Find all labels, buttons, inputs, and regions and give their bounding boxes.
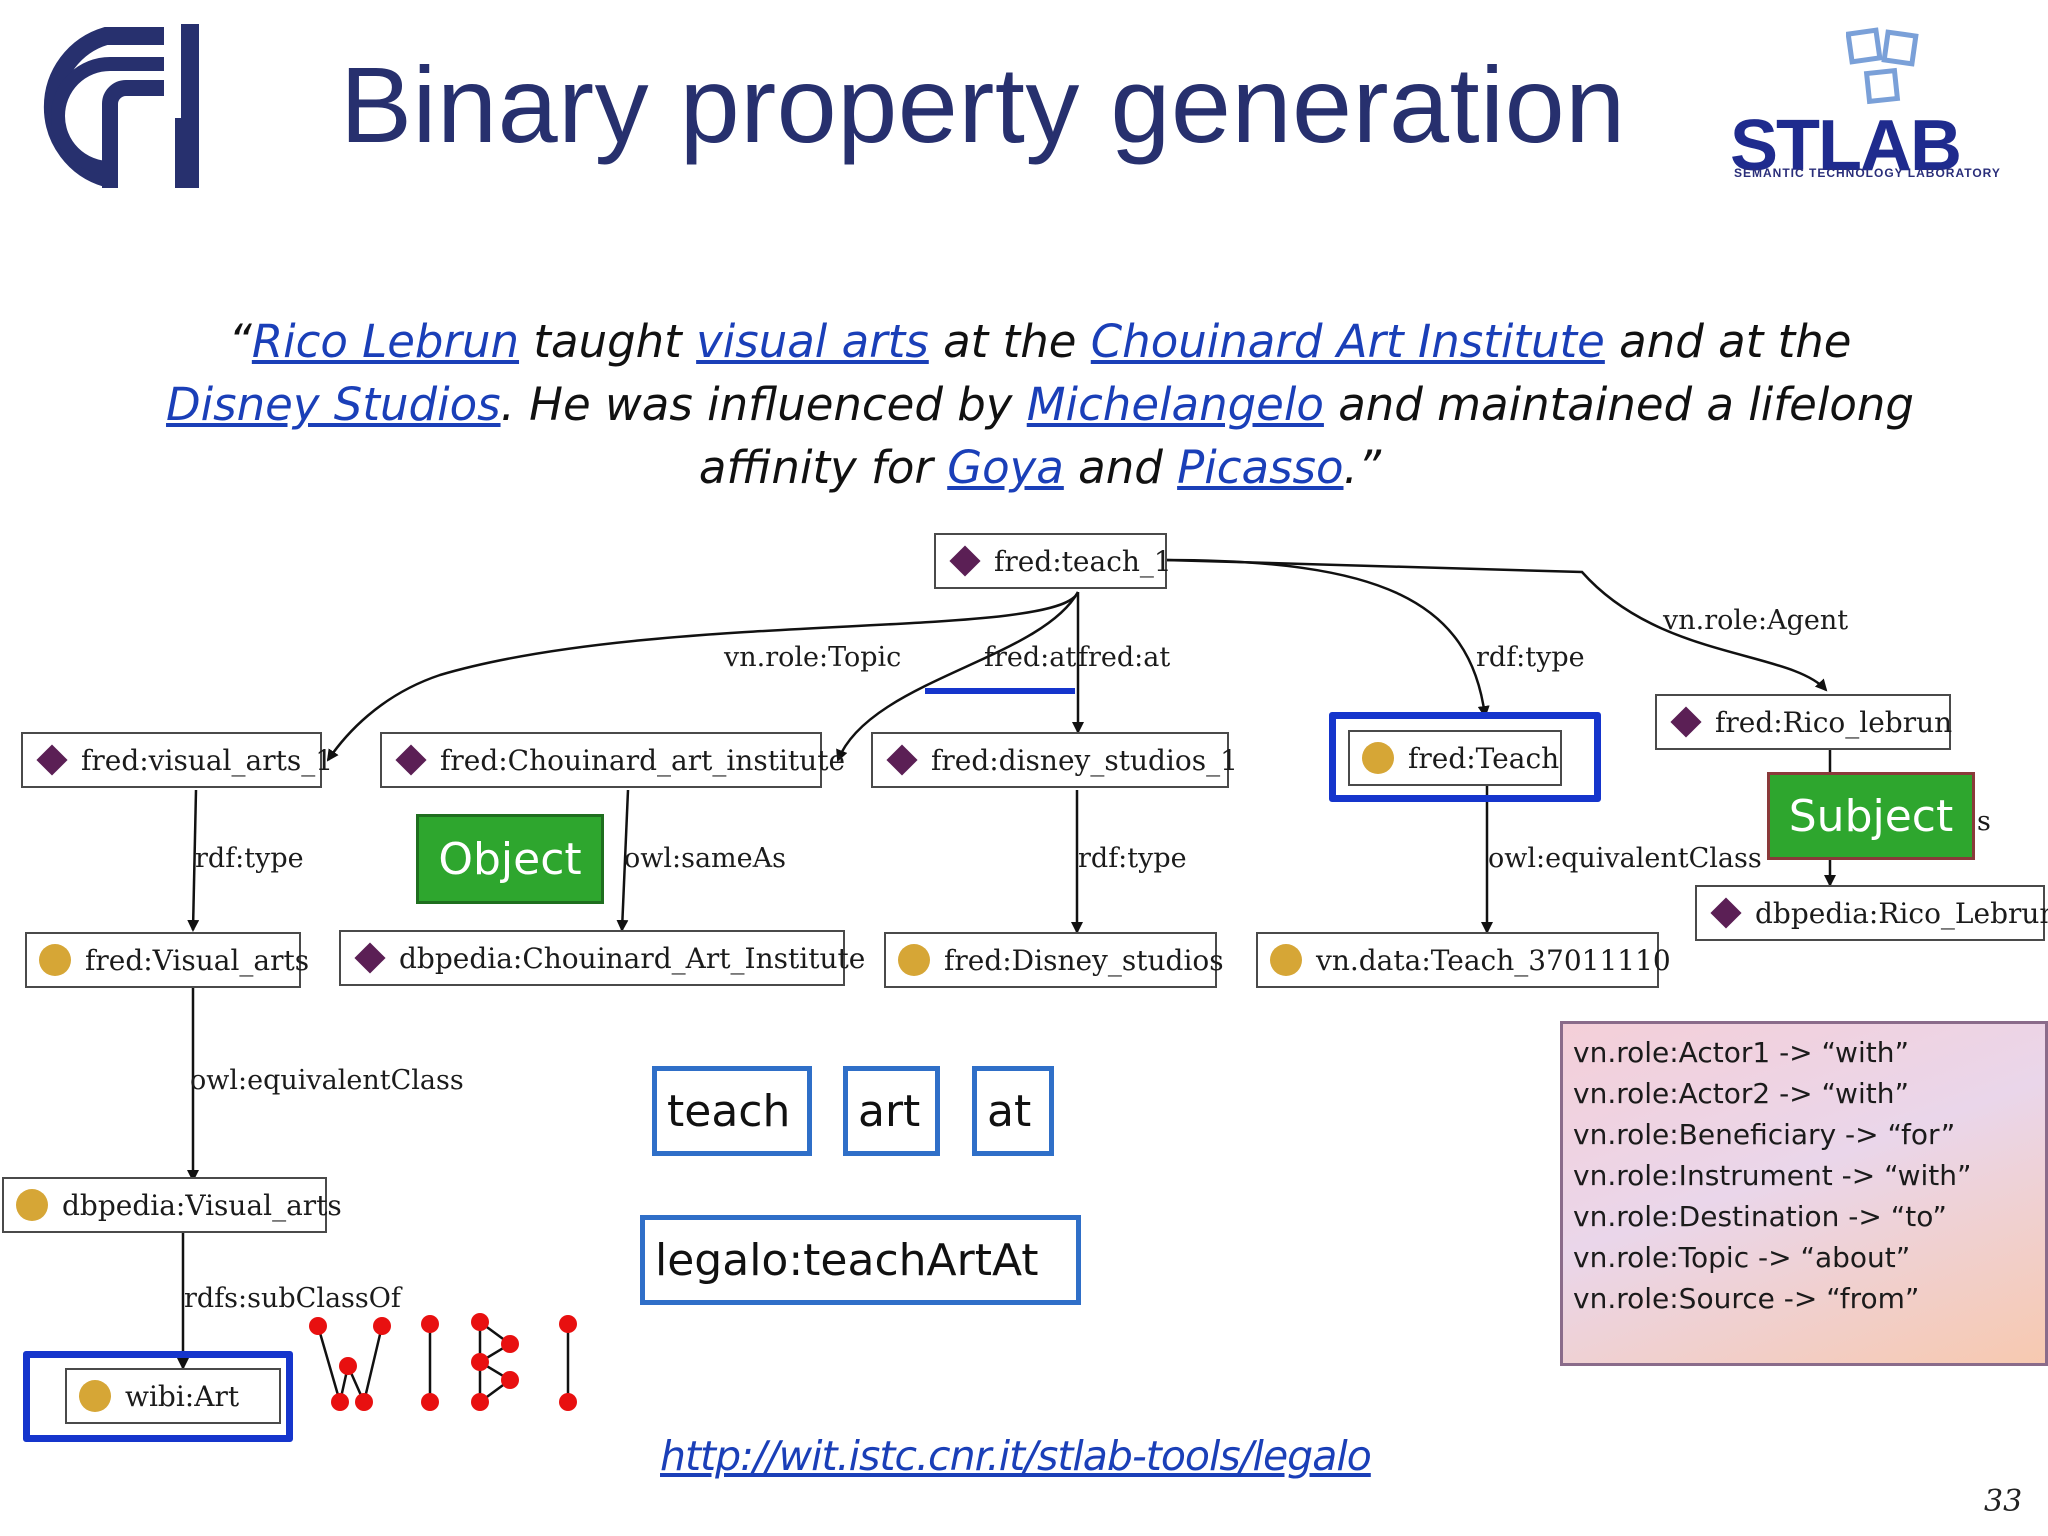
node-db-visual-arts[interactable]: dbpedia:Visual_arts <box>2 1177 342 1233</box>
individual-icon <box>36 744 68 776</box>
link-disney[interactable]: Disney Studios <box>166 378 501 431</box>
subject-tag: Subject <box>1767 772 1975 860</box>
word-at: at <box>972 1066 1054 1156</box>
edge-label-at-1: fred:at <box>984 642 1077 673</box>
role-mapping: vn.role:Topic -> “about” <box>1573 1241 1911 1274</box>
link-rico-lebrun[interactable]: Rico Lebrun <box>251 315 520 368</box>
edge-sameas <box>616 789 630 932</box>
object-tag: Object <box>416 814 604 904</box>
stlab-subtitle: SEMANTIC TECHNOLOGY LABORATORY <box>1734 166 2001 180</box>
word-art: art <box>843 1066 940 1156</box>
edge-label-topic: vn.role:Topic <box>724 642 902 673</box>
node-disney-class[interactable]: fred:Disney_studios <box>884 932 1224 988</box>
wibi-logo <box>309 1313 577 1411</box>
role-mapping: vn.role:Source -> “from” <box>1573 1282 1920 1315</box>
node-chouinard[interactable]: fred:Chouinard_art_institute <box>380 732 845 788</box>
stlab-logo-text: STLAB <box>1730 106 1962 186</box>
class-icon <box>1362 742 1394 774</box>
role-mapping: vn.role:Instrument -> “with” <box>1573 1159 1972 1192</box>
node-wibi-art[interactable]: wibi:Art <box>65 1368 281 1424</box>
edge-label-equiv-visual: owl:equivalentClass <box>190 1065 464 1096</box>
edge-label-at-2: fred:at <box>1078 642 1171 673</box>
edge-label-sameas: owl:sameAs <box>624 843 786 874</box>
edge-label-type-disney: rdf:type <box>1078 843 1187 874</box>
individual-icon <box>1710 897 1742 929</box>
node-teach-1[interactable]: fred:teach_1 <box>934 533 1172 589</box>
node-db-chouinard[interactable]: dbpedia:Chouinard_Art_Institute <box>339 930 865 986</box>
highlight-wibi-art <box>23 1351 293 1442</box>
slide-title: Binary property generation <box>340 44 1626 165</box>
quote-text: “Rico Lebrun taught visual arts at the C… <box>166 315 1914 494</box>
role-mapping: vn.role:Actor2 -> “with” <box>1573 1077 1909 1110</box>
class-icon <box>79 1380 111 1412</box>
roles-mapping-box: vn.role:Actor1 -> “with” vn.role:Actor2 … <box>1560 1021 2048 1366</box>
individual-icon <box>1670 706 1702 738</box>
edge-type-teach <box>1164 558 1490 718</box>
subject-tag-fragment: s <box>1977 806 1991 837</box>
edge-type-visual <box>187 789 200 932</box>
individual-icon <box>886 744 918 776</box>
word-teach: teach <box>652 1066 812 1156</box>
link-michelangelo[interactable]: Michelangelo <box>1026 378 1324 431</box>
page-number: 33 <box>1984 1484 2023 1519</box>
legalo-link[interactable]: http://wit.istc.cnr.it/stlab-tools/legal… <box>660 1432 1372 1480</box>
stlab-squares-icon <box>1846 27 1919 105</box>
class-icon <box>898 944 930 976</box>
class-icon <box>16 1189 48 1221</box>
class-icon <box>1270 944 1302 976</box>
role-mapping: vn.role:Destination -> “to” <box>1573 1200 1947 1233</box>
class-icon <box>39 944 71 976</box>
node-db-rico[interactable]: dbpedia:Rico_Lebrun <box>1695 885 2048 941</box>
individual-icon <box>395 744 427 776</box>
edge-label-agent: vn.role:Agent <box>1663 605 1849 636</box>
node-rico[interactable]: fred:Rico_lebrun <box>1655 694 1952 750</box>
role-mapping: vn.role:Actor1 -> “with” <box>1573 1036 1909 1069</box>
node-teach-class[interactable]: fred:Teach <box>1348 730 1562 786</box>
node-vn-teach[interactable]: vn.data:Teach_37011110 <box>1256 932 1671 988</box>
individual-icon <box>354 942 386 974</box>
link-goya[interactable]: Goya <box>947 441 1064 494</box>
edge-agent <box>1164 558 1828 692</box>
edge-topic <box>326 591 1080 762</box>
cnr-logo <box>43 24 199 188</box>
result-property: legalo:teachArtAt <box>640 1215 1081 1305</box>
individual-icon <box>949 545 981 577</box>
edge-label-type-visual: rdf:type <box>195 843 304 874</box>
role-mapping: vn.role:Beneficiary -> “for” <box>1573 1118 1956 1151</box>
edge-at-chouinard <box>836 591 1080 762</box>
link-picasso[interactable]: Picasso <box>1177 441 1344 494</box>
highlight-teach-class <box>1329 712 1601 802</box>
edge-label-subclass: rdfs:subClassOf <box>184 1283 401 1314</box>
link-visual-arts[interactable]: visual arts <box>696 315 929 368</box>
node-disney-1[interactable]: fred:disney_studios_1 <box>871 732 1238 788</box>
node-visual-arts[interactable]: fred:Visual_arts <box>25 932 309 988</box>
edge-label-type-teach: rdf:type <box>1476 642 1585 673</box>
edge-label-equiv-teach: owl:equivalentClass <box>1488 843 1762 874</box>
link-chouinard[interactable]: Chouinard Art Institute <box>1090 315 1605 368</box>
node-visual-arts-1[interactable]: fred:visual_arts_1 <box>21 732 333 788</box>
